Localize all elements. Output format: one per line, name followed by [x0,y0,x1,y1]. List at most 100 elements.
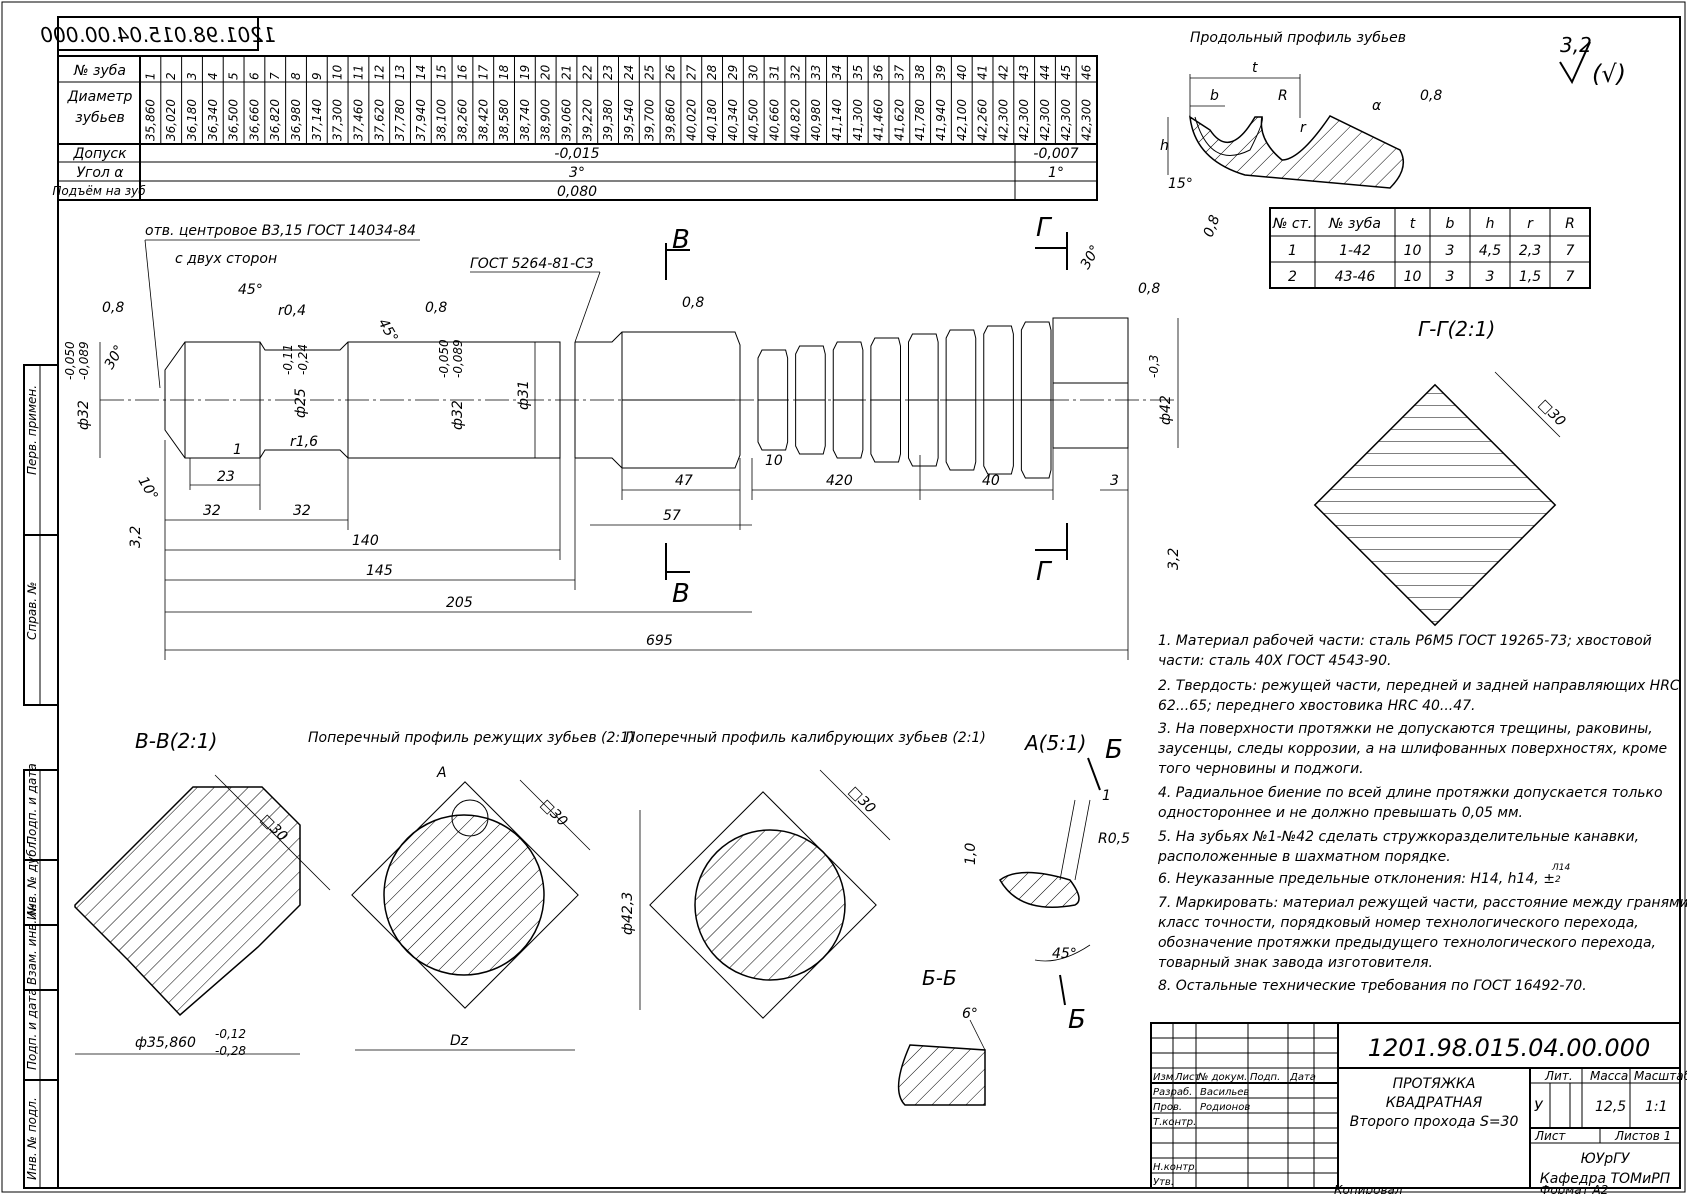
tooth-diameter: 42,300 [1080,99,1094,141]
general-roughness: 3,2 (√) [1559,33,1626,88]
left-margin: Перв. примен. Справ. № Подп. и дата Инв.… [23,364,59,1189]
tooth-number: 33 [809,65,823,80]
tooth-number: 19 [518,65,532,80]
tooth-diameter: 38,580 [497,99,511,141]
tooth-diameter: 40,660 [768,99,782,141]
dim-angle-45a: 45° [238,282,263,298]
dim-d32a-tol-bot: -0,089 [77,341,91,380]
note-line: 3. На поверхности протяжки не допускаютс… [1158,721,1653,737]
tooth-diameter: 41,300 [851,99,865,141]
section-mark-V-bottom: В [672,579,690,609]
tooth-number: 24 [622,65,636,80]
step-table-cell: 2,3 [1519,243,1541,259]
detail-A-section-B-bottom: Б [1068,1005,1086,1035]
tb-masshtab-val: 1:1 [1645,1099,1668,1115]
rough-32b: 3,2 [1166,548,1182,570]
profile-title: Продольный профиль зубьев [1190,30,1406,46]
step-table-cell: 3 [1446,243,1455,259]
dim-23: 23 [217,469,235,485]
rough-08c: 0,8 [682,295,704,311]
tooth-diameter: 39,060 [559,99,573,141]
tooth-number: 2 [164,72,178,80]
tooth-number: 28 [705,64,719,80]
view-gg: Г-Г(2:1) □30 [1313,317,1569,627]
dim-140: 140 [352,533,379,549]
tooth-diameter: 37,620 [372,99,386,141]
note6-fraction-num: Л14 [1551,863,1570,873]
step-table-cell: 1,5 [1519,269,1541,285]
tb-row-label: Утв. [1153,1177,1174,1188]
dim-57: 57 [663,508,681,524]
view-calibrating-profile: Поперечный профиль калибрующих зубьев (2… [620,730,986,1019]
tb-row-label: Т.контр. [1153,1117,1196,1128]
tooth-number: 9 [310,72,324,80]
tooth-diameter: 42,300 [1017,99,1031,141]
tb-listov: Листов 1 [1614,1129,1671,1143]
rough-08d: 0,8 [1138,281,1160,297]
detail-A-dim-45: 45° [1052,946,1077,962]
tooth-diameter: 36,660 [247,99,261,141]
cutting-profile-A: А [436,765,447,781]
step-table-cell: 43-46 [1335,269,1376,285]
tb-col-header: № докум. [1197,1072,1247,1083]
tooth-diameter: 38,900 [539,99,553,141]
cutting-profile-title: Поперечный профиль режущих зубьев (2:1) [308,730,635,746]
teeth-row-label-rise: Подъём на зуб [52,184,146,198]
broach-main-view: отв. центровое В3,15 ГОСТ 14034-84 с дву… [63,213,1182,660]
title-block-name-2: КВАДРАТНАЯ [1386,1095,1483,1111]
step-table-header: № зуба [1328,216,1381,232]
section-BB-angle: 6° [962,1006,978,1022]
note-gost-weld: ГОСТ 5264-81-С3 [470,256,594,272]
tooth-number: 32 [788,65,802,80]
tolerance-cutting: -0,015 [554,146,599,162]
margin-perv-primen: Перв. примен. [25,385,39,475]
step-table-cell: 10 [1404,269,1422,285]
note-line: 2. Твердость: режущей части, передней и … [1158,678,1680,694]
tooth-number: 3 [185,72,199,80]
tb-lit-val: У [1534,1099,1544,1115]
tooth-number: 4 [206,72,220,80]
note-line: 5. На зубьях №1-№42 сделать стружкоразде… [1158,829,1639,845]
dim-angle-45b: 45° [375,316,401,346]
dim-d42-tol: -0,3 [1147,355,1161,378]
tooth-number: 26 [664,64,678,80]
teeth-row-label-no: № зуба [73,63,126,79]
view-gg-title: Г-Г(2:1) [1418,317,1495,341]
tb-list: Лист [1534,1129,1566,1143]
step-table-header: R [1565,216,1575,232]
note-center-hole-2: с двух сторон [175,251,277,267]
roughness-suffix: (√) [1592,60,1626,88]
tb-col-header: Лист [1174,1072,1202,1083]
tooth-number: 34 [830,65,844,80]
tooth-diameter: 40,340 [726,99,740,141]
view-vv-tol-bot: -0,28 [215,1044,246,1058]
broach-tooth [832,341,864,459]
dim-angle-30b: 30° [1078,242,1104,272]
step-table-header: r [1527,216,1534,232]
tooth-diameter: 38,420 [476,99,490,141]
view-cutting-profile: Поперечный профиль режущих зубьев (2:1) … [308,730,635,1051]
dim-32a: 32 [203,503,221,519]
dim-d31: ф31 [516,380,532,410]
step-table-cell: 3 [1486,269,1495,285]
tooth-number: 37 [892,64,906,80]
tooth-number: 45 [1059,65,1073,80]
tooth-diameter: 38,100 [435,99,449,141]
section-BB-title: Б-Б [922,966,957,990]
dim-d25: ф25 [293,388,309,418]
rough-32a: 3,2 [128,526,144,548]
tooth-number: 39 [934,65,948,80]
tb-kopiroval: Копировал [1334,1183,1403,1194]
tb-row-label: Н.контр. [1153,1162,1198,1173]
step-table-cell: 7 [1566,243,1575,259]
tooth-diameter: 40,980 [809,99,823,141]
tooth-diameter: 36,340 [206,99,220,141]
tooth-diameter: 38,260 [455,99,469,141]
tooth-diameter: 41,940 [934,99,948,141]
tooth-diameter: 41,140 [830,99,844,141]
note-line: 7. Маркировать: материал режущей части, … [1158,895,1687,911]
tooth-diameter: 40,500 [747,99,761,141]
profile-label-r: r [1300,120,1307,136]
tooth-diameter: 41,780 [913,99,927,141]
